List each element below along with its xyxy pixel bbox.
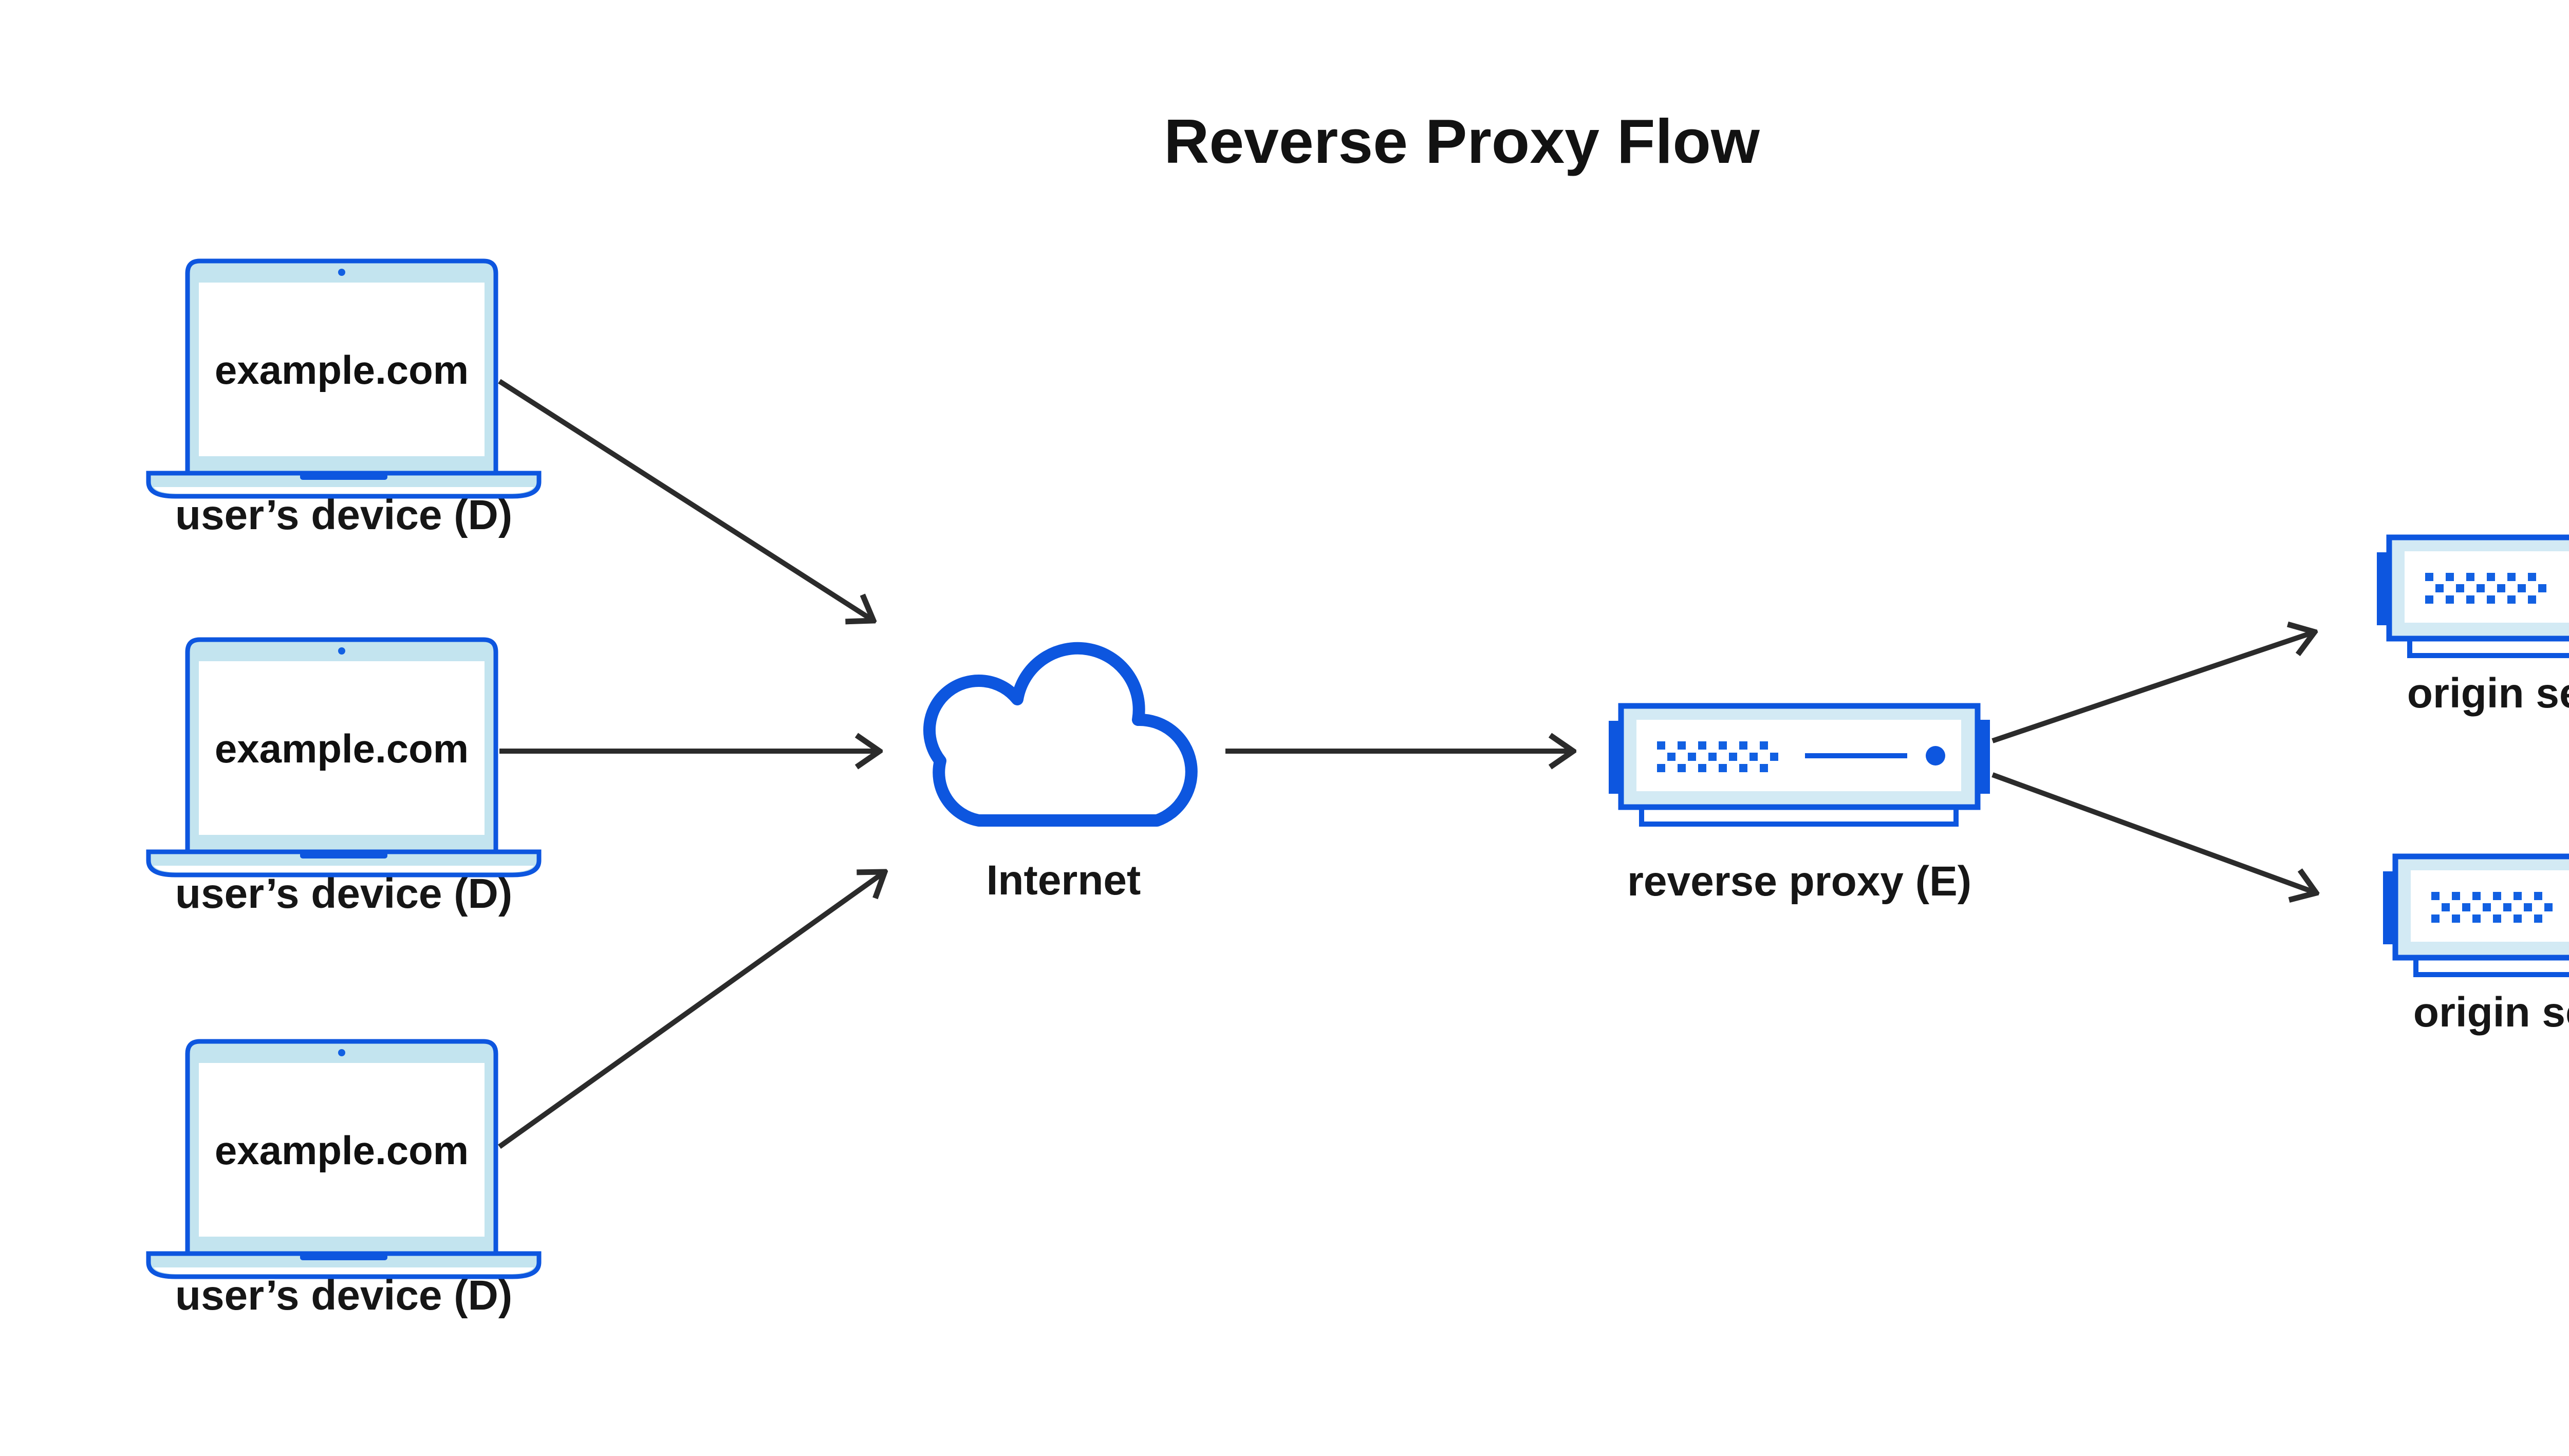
internet-label: Internet [986,857,1141,904]
reverse-proxy-label: reverse proxy (E) [1627,858,1971,905]
device-screen-text: example.com [215,726,469,771]
device-label: user’s device (D) [175,1272,512,1319]
diagram-title: Reverse Proxy Flow [1164,106,1760,176]
origin-server-label: origin server (F) [2413,989,2569,1036]
origin-server-label: origin server (F) [2407,670,2569,717]
device-label: user’s device (D) [175,870,512,917]
origin-server-node-2: origin server (F) [2383,856,2569,1036]
arrow-device1-to-internet [498,379,873,621]
server-icon [2377,537,2569,656]
edges [498,379,2316,1149]
internet-node: Internet [923,642,1198,904]
arrow-proxy-to-origin2 [1991,772,2316,893]
server-icon [1609,706,1990,824]
user-device-node-3: example.com user’s device (D) [148,1041,539,1319]
origin-server-node-1: origin server (F) [2377,537,2569,717]
user-device-node-2: example.com user’s device (D) [148,640,539,917]
user-device-node-1: example.com user’s device (D) [148,261,539,538]
device-screen-text: example.com [215,347,469,393]
reverse-proxy-node: reverse proxy (E) [1609,706,1990,905]
arrow-proxy-to-origin1 [1991,632,2315,743]
arrow-device3-to-internet [498,872,885,1149]
device-label: user’s device (D) [175,492,512,538]
server-icon [2383,856,2569,975]
cloud-icon [923,642,1198,827]
device-screen-text: example.com [215,1128,469,1173]
